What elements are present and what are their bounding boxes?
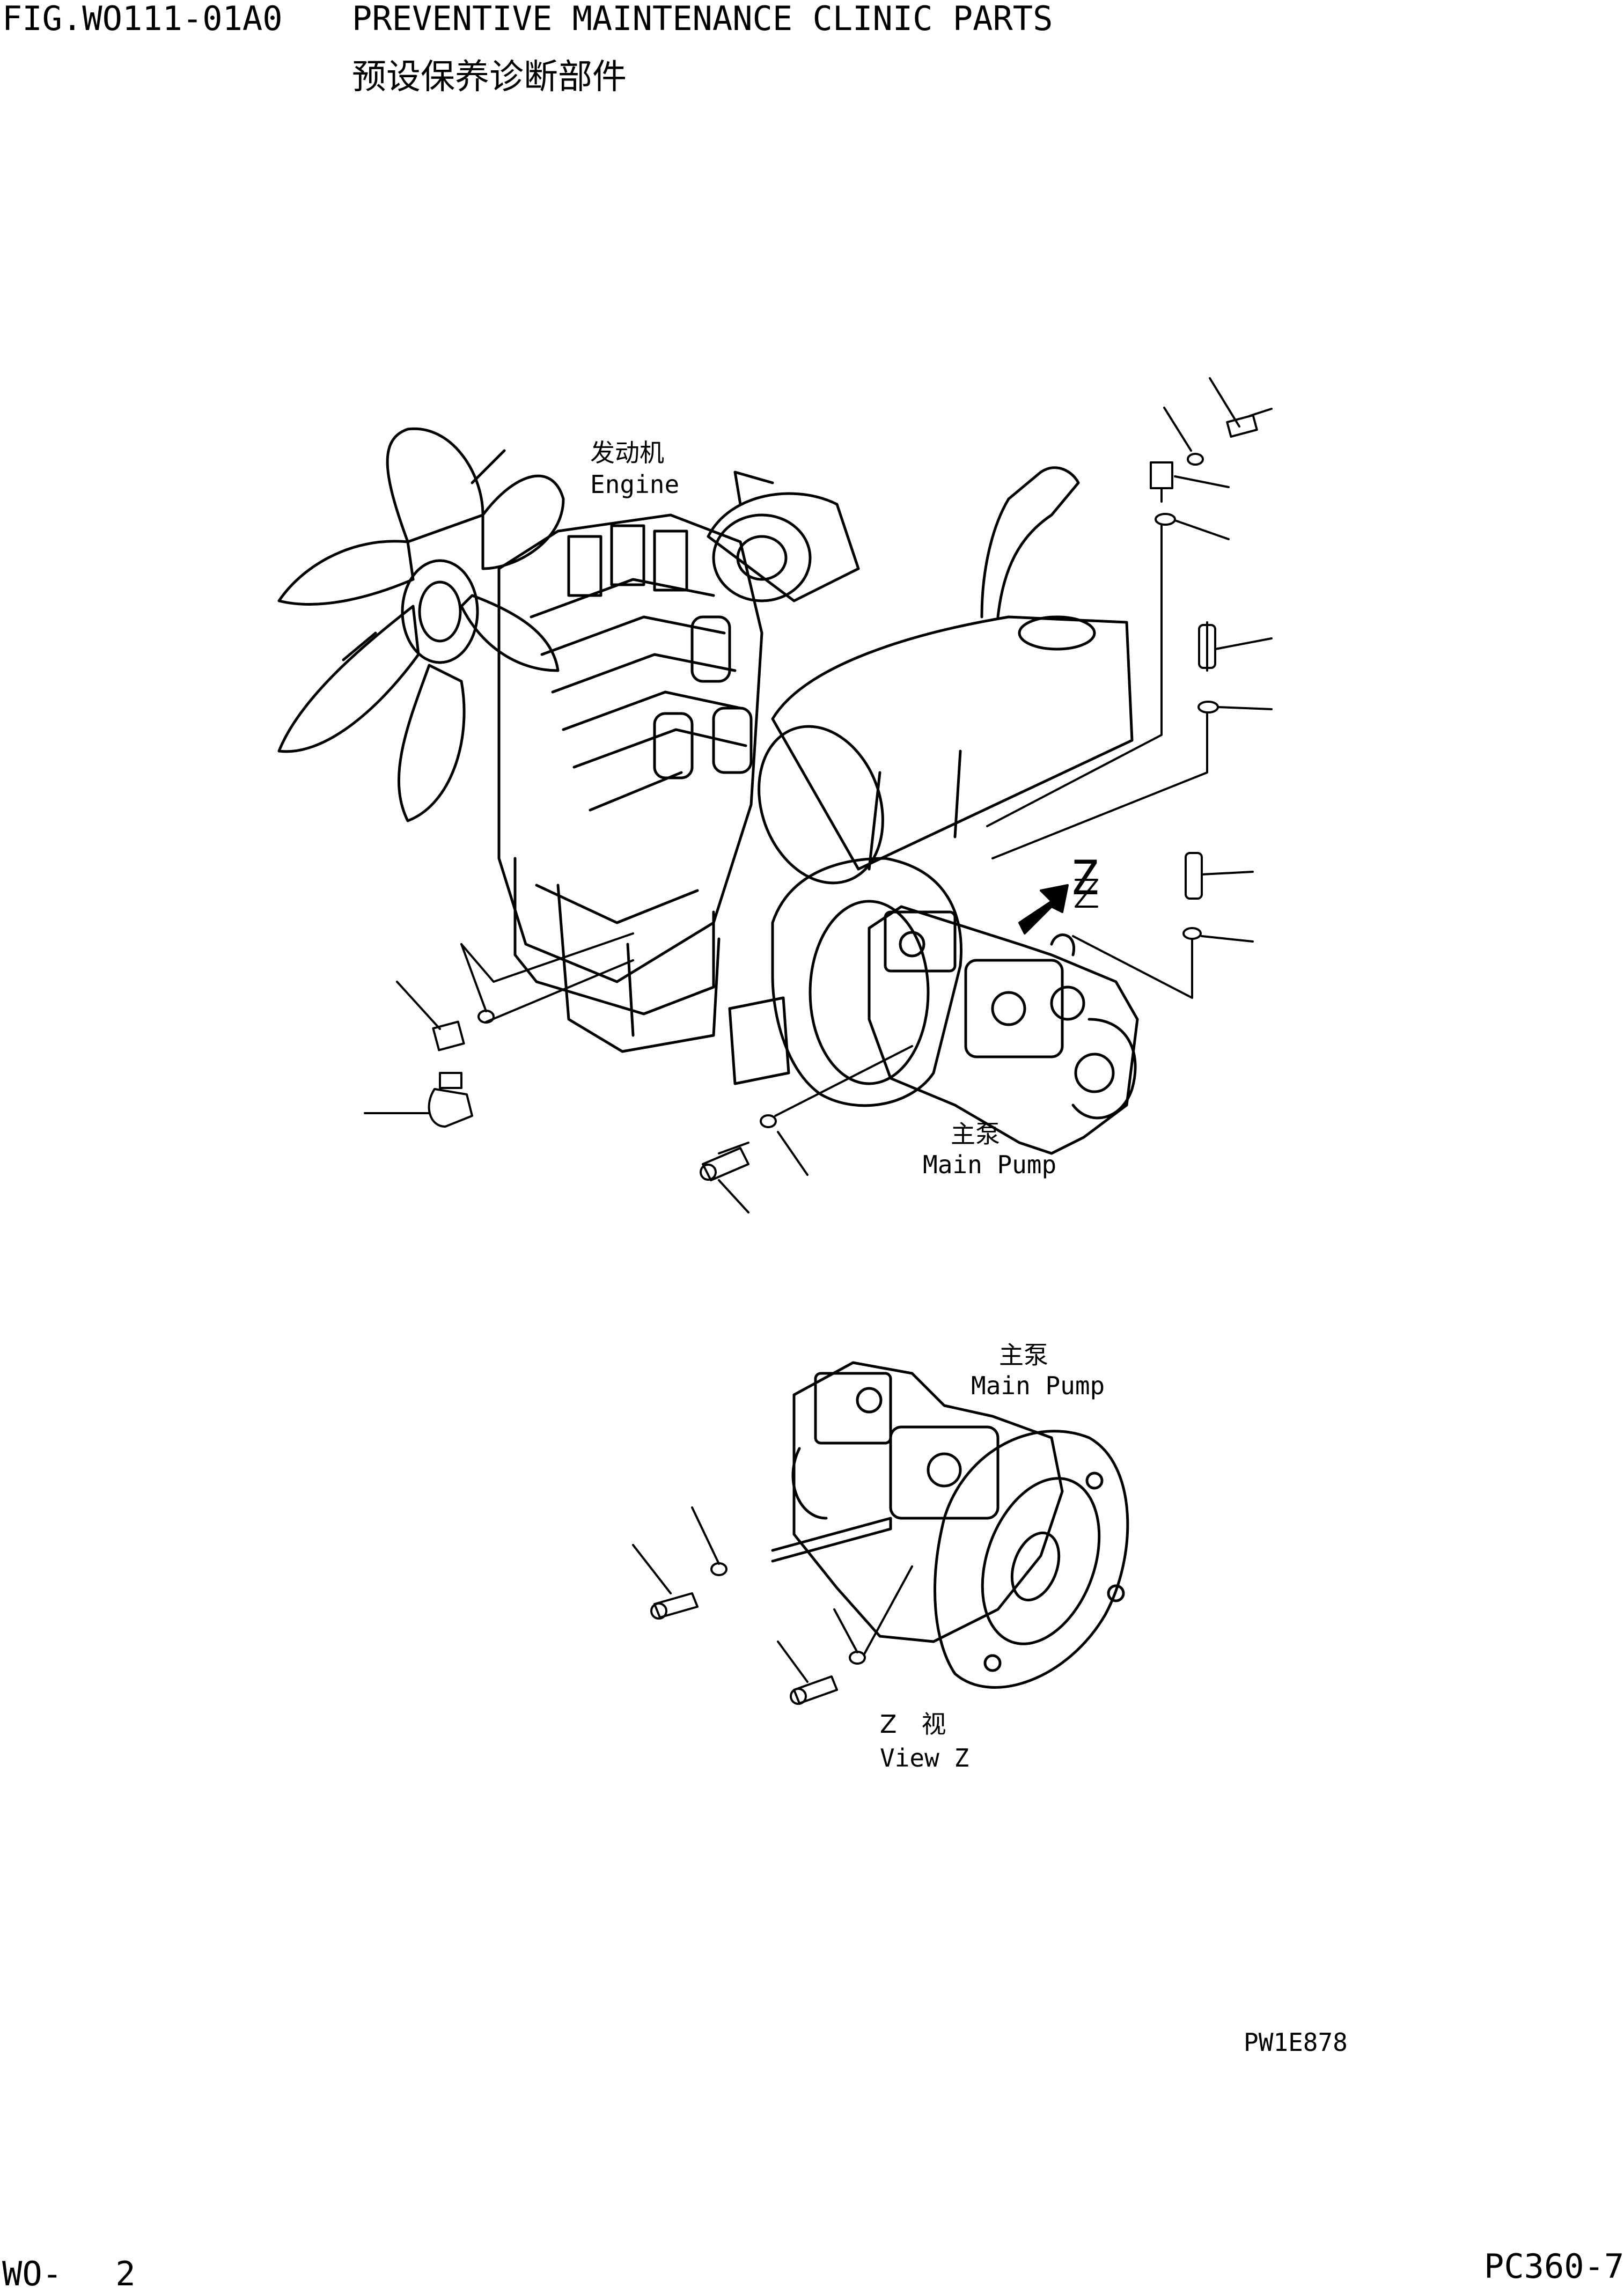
view-z-sensors <box>632 1506 913 1705</box>
pump-view-label-cn: 主泵 <box>999 1341 1048 1370</box>
engine-illustration <box>277 427 1139 1155</box>
drawing-code: PW1E878 <box>1244 2028 1348 2057</box>
pump-view-label-en: Main Pump <box>971 1371 1105 1400</box>
page-title-en: PREVENTIVE MAINTENANCE CLINIC PARTS <box>352 0 1053 38</box>
pump-label-cn: 主泵 <box>951 1120 1000 1149</box>
sensor-parts <box>364 377 1273 1213</box>
pump-label-en: Main Pump <box>923 1150 1057 1179</box>
engine-label-en: Engine <box>590 470 680 499</box>
view-marker-z: Z <box>1070 850 1099 906</box>
view-z-label-cn: Z 视 <box>880 1710 946 1739</box>
view-z-pump-illustration <box>771 1361 1129 1689</box>
muffler-icon <box>758 466 1134 885</box>
fan-icon <box>277 427 565 822</box>
view-z-label-en: View Z <box>880 1744 969 1772</box>
main-pump-icon <box>868 905 1139 1155</box>
figure-number: FIG.WO111-01A0 <box>2 0 283 38</box>
engine-label-cn: 发动机 <box>590 438 664 467</box>
page-title-cn: 预设保养诊断部件 <box>352 57 627 97</box>
machine-model: PC360-7 <box>1484 2247 1624 2286</box>
page-reference: WO- 2 <box>2 2254 136 2293</box>
